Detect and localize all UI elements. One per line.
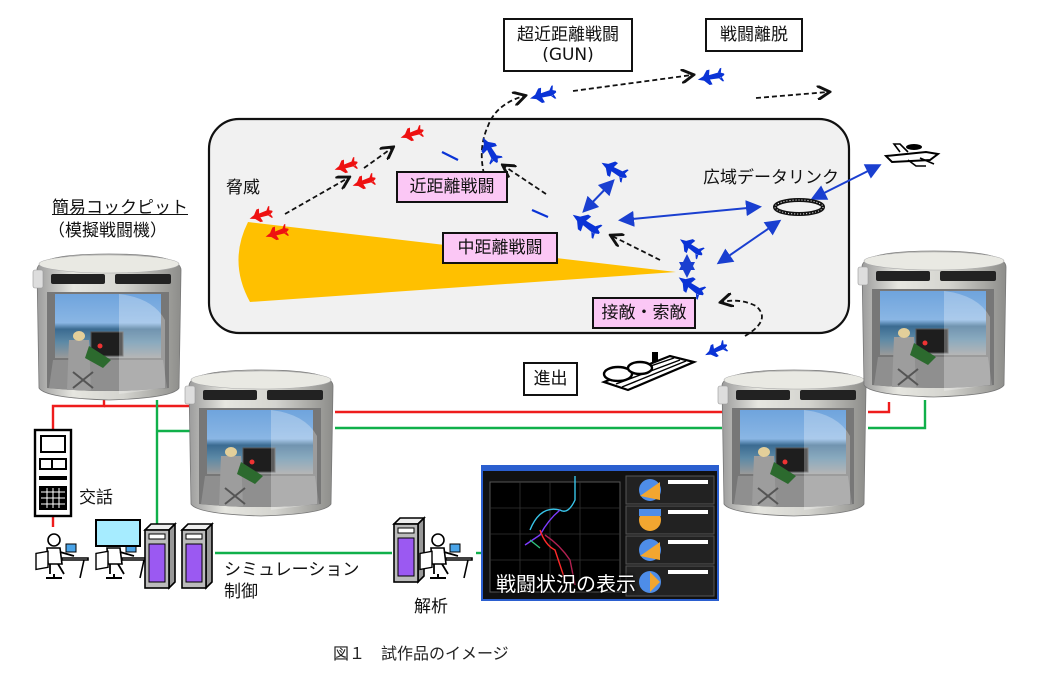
phase-box-sortie: 進出 xyxy=(523,362,578,396)
phase-short-range-label: 近距離戦闘 xyxy=(409,177,495,197)
phase-box-short-range: 近距離戦闘 xyxy=(396,171,508,203)
server-tower-icon xyxy=(393,517,425,583)
awacs-icon xyxy=(883,143,941,167)
analysis-label: 解析 xyxy=(414,597,448,617)
operator-station-icon xyxy=(419,533,473,579)
cockpit-simulator-icon xyxy=(717,369,867,517)
phase-wvr-gun-line1: 超近距離戦闘 xyxy=(517,25,619,45)
threat-label: 脅威 xyxy=(226,178,260,198)
phase-sortie-label: 進出 xyxy=(533,369,568,389)
sim-control-label-line2: 制御 xyxy=(224,582,258,602)
phase-box-mid-range: 中距離戦闘 xyxy=(442,232,558,264)
phase-box-disengage: 戦闘離脱 xyxy=(705,18,803,52)
operator-station-icon xyxy=(35,519,149,579)
battle-status-display xyxy=(481,465,719,601)
network-green xyxy=(155,400,927,555)
airspace-panel xyxy=(207,117,851,335)
cockpit-label-line2: （模擬戦闘機） xyxy=(48,221,167,241)
comms-rack-icon xyxy=(33,428,73,518)
server-tower-icon xyxy=(181,523,213,589)
comms-label: 交話 xyxy=(79,488,113,508)
cockpit-label-line1: 簡易コックピット xyxy=(52,198,188,218)
phase-mid-range-label: 中距離戦闘 xyxy=(457,238,543,258)
datalink-label: 広域データリンク xyxy=(703,168,839,188)
phase-wvr-gun-line2: (GUN) xyxy=(542,45,594,65)
cockpit-simulator-icon xyxy=(184,369,334,517)
sim-control-label-line1: シミュレーション xyxy=(224,560,360,580)
datalink-ring-icon xyxy=(773,198,825,216)
airbase-icon xyxy=(600,352,698,392)
cockpit-simulator-icon xyxy=(857,250,1007,398)
phase-box-wvr-gun: 超近距離戦闘 (GUN) xyxy=(503,18,633,72)
phase-box-contact-search: 接敵・索敵 xyxy=(592,297,696,329)
phase-disengage-label: 戦闘離脱 xyxy=(720,25,788,45)
phase-contact-search-label: 接敵・索敵 xyxy=(601,303,687,323)
display-overlay-label: 戦闘状況の表示 xyxy=(496,572,636,596)
figure-caption: 図１ 試作品のイメージ xyxy=(333,644,509,663)
cockpit-simulator-icon xyxy=(32,253,182,401)
server-tower-icon xyxy=(144,523,176,589)
